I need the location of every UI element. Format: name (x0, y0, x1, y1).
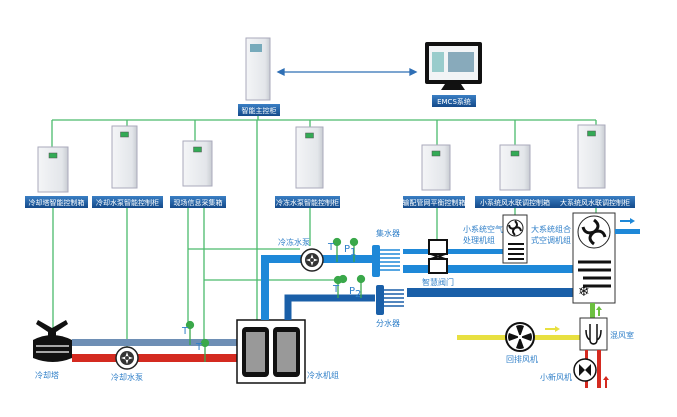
smart-valve-label: 智慧阀门 (422, 277, 454, 287)
temp-sensor-label: T (181, 326, 189, 337)
large-ahu-icon[interactable]: ❄ (572, 212, 616, 304)
link-arrow (276, 67, 418, 77)
cooling-return-pipe (72, 339, 238, 346)
temp-sensor-label: T (195, 342, 203, 353)
cabinet-label: 冷却水泵智能控制柜 (96, 198, 159, 207)
pressure-sensor-label: P (349, 286, 355, 297)
fresh-fan-icon[interactable] (573, 358, 597, 382)
temp-sensor-label: T (332, 284, 340, 295)
chilled-supply-pipe (261, 255, 372, 320)
chiller-label: 冷水机组 (307, 370, 339, 380)
control-bus (51, 110, 597, 348)
up-arrow-icon (596, 306, 602, 316)
cooling-pump-label: 冷却水泵 (111, 372, 143, 382)
control-cabinet[interactable]: 小系统风水联调控制箱 (475, 144, 555, 208)
large-ahu-supply-pipe (403, 265, 574, 273)
temp-sensor-label: T (327, 242, 335, 253)
svg-text:❄: ❄ (578, 284, 590, 300)
supply-air-arrow-icon (620, 218, 635, 224)
small-ahu-label: 处理机组 (463, 235, 495, 245)
control-cabinet[interactable]: 冷却水泵智能控制柜 (92, 125, 163, 208)
large-ahu-return-pipe (407, 288, 574, 297)
cooling-tower-icon[interactable]: 冷却塔 (33, 320, 72, 380)
collector-label: 集水器 (376, 228, 400, 238)
sensors (185, 237, 366, 362)
control-cabinet[interactable]: 冷却塔智能控制箱 (25, 146, 88, 208)
exhaust-arrow-icon (545, 326, 560, 332)
collector-icon[interactable] (372, 245, 400, 277)
pressure-sensor-subscript: 1 (350, 247, 356, 258)
small-ahu-icon[interactable] (502, 214, 528, 264)
pressure-sensor-subscript: 2 (355, 289, 361, 300)
mixed-air-duct (590, 303, 595, 319)
small-ahu-label: 小系统空气 (463, 224, 503, 234)
smart-valve-icon[interactable] (428, 239, 448, 274)
emcs-monitor[interactable]: EMCS系统 (425, 42, 482, 107)
return-fan-icon[interactable] (505, 322, 535, 352)
pressure-sensor-label: P (344, 244, 350, 255)
cabinet-label: 小系统风水联调控制箱 (480, 198, 550, 207)
cooling-tower-label: 冷却塔 (35, 370, 59, 380)
cabinet-label: 大系统风水联调控制柜 (560, 198, 630, 207)
fresh-air-arrow-icon (603, 376, 609, 388)
control-cabinet[interactable]: 冷冻水泵智能控制柜 (275, 126, 340, 208)
mixing-box-label: 混风室 (610, 330, 634, 340)
small-ahu-supply-pipe (403, 249, 505, 254)
supply-air-duct (615, 229, 640, 234)
distributor-label: 分水器 (376, 318, 400, 328)
control-cabinet[interactable]: 现场信息采集箱 (170, 140, 226, 208)
main-controller-cabinet[interactable]: 智能主控柜 (238, 37, 280, 116)
cabinet-label: 冷冻水泵智能控制柜 (276, 198, 339, 207)
chiller-icon[interactable] (236, 319, 306, 384)
fresh-fan-label: 小新风机 (540, 372, 572, 382)
emcs-label: EMCS系统 (437, 97, 471, 106)
chilled-pump-label: 冷冻水泵 (278, 237, 310, 247)
control-cabinet[interactable]: 大系统风水联调控制柜 (555, 124, 635, 208)
cooling-pump-icon[interactable] (115, 346, 139, 370)
return-fan-label: 回排风机 (506, 354, 538, 364)
distributor-icon[interactable] (376, 285, 404, 315)
large-ahu-label: 大系统组合 (531, 224, 571, 234)
cabinet-label: 冷却塔智能控制箱 (29, 198, 85, 207)
large-ahu-label: 式空调机组 (531, 235, 571, 245)
chilled-return-pipe (284, 294, 375, 320)
fresh-air-duct (597, 350, 601, 388)
cabinet-label: 现场信息采集箱 (174, 198, 223, 207)
cooling-supply-pipe (72, 354, 238, 362)
cabinet-label: 输配管网平衡控制箱 (403, 198, 466, 207)
chilled-pump-icon[interactable] (300, 248, 324, 272)
main-controller-label: 智能主控柜 (242, 106, 277, 115)
mixing-box-icon[interactable] (579, 317, 608, 351)
control-cabinet[interactable]: 输配管网平衡控制箱 (403, 144, 466, 208)
